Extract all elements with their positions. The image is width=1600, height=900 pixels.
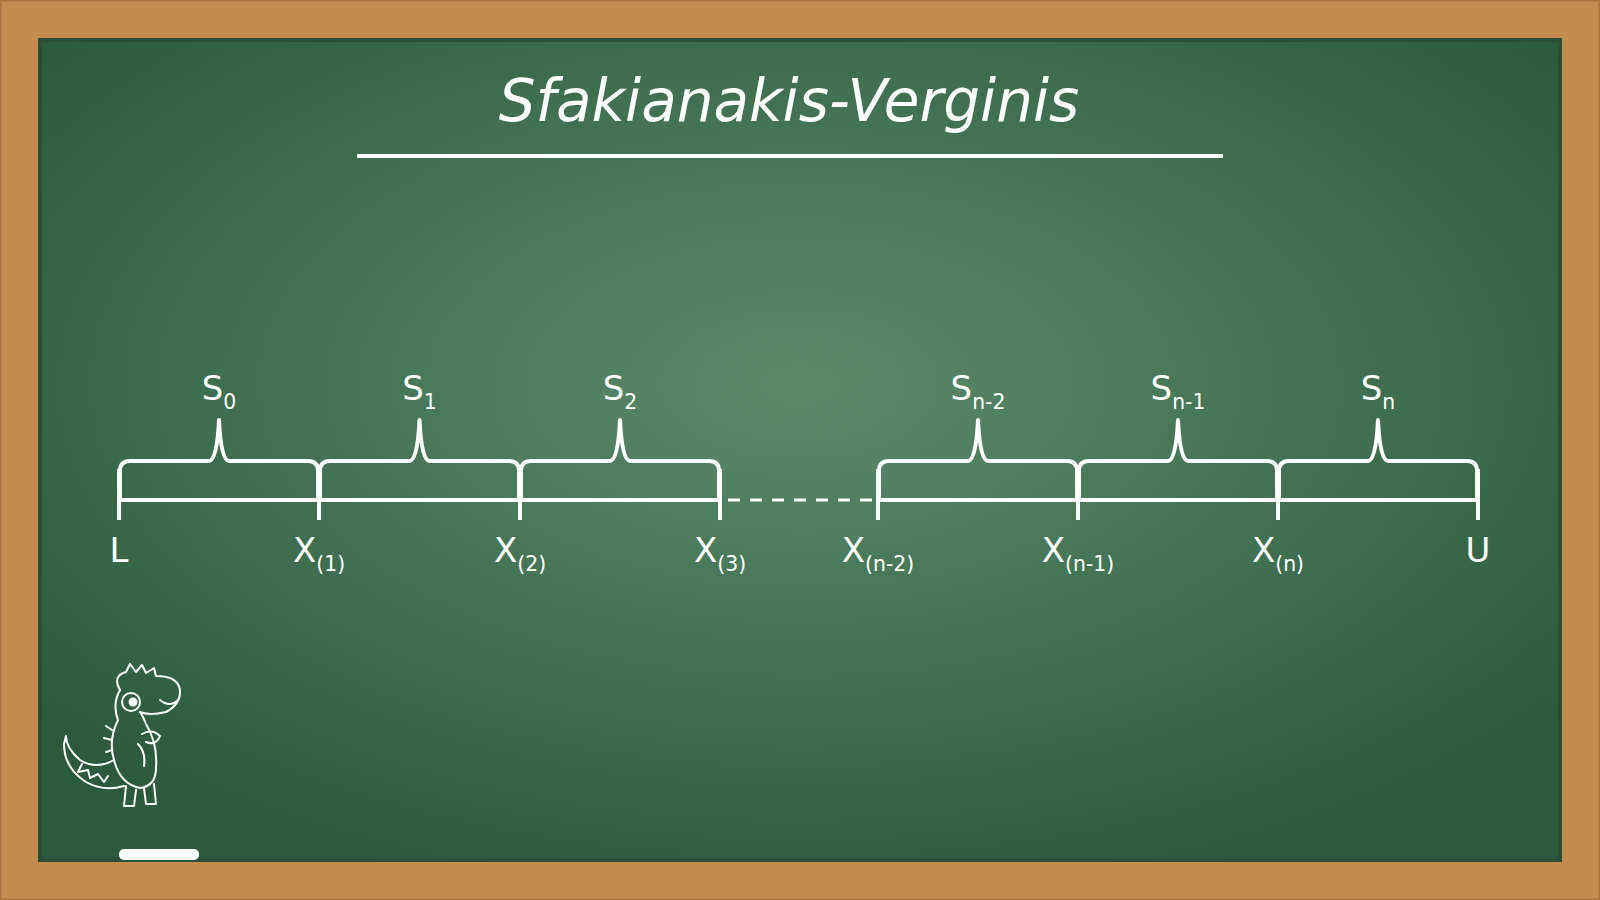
segment-label: Sn-2 (951, 371, 1006, 405)
point-label: X(3) (694, 533, 746, 567)
board-surface (40, 40, 1560, 860)
board-title: Sfakianakis-Verginis (499, 72, 1080, 130)
point-label: X(2) (494, 533, 546, 567)
chalk-piece (119, 849, 199, 860)
board-edge (40, 40, 1560, 860)
point-label: U (1466, 533, 1491, 567)
curly-brace (120, 420, 318, 498)
curly-brace (521, 420, 719, 498)
curly-brace (320, 420, 519, 498)
segment-label: Sn-1 (1151, 371, 1206, 405)
segment-label: S1 (402, 371, 437, 405)
curly-brace (1079, 420, 1277, 498)
segment-label: Sn (1361, 371, 1396, 405)
point-label: X(n-2) (842, 533, 914, 567)
point-label: X(1) (293, 533, 345, 567)
number-line (119, 420, 1478, 520)
axis-line (878, 498, 1478, 502)
point-label: X(n) (1252, 533, 1304, 567)
axis-line (119, 498, 720, 502)
point-label: X(n-1) (1042, 533, 1114, 567)
point-label: L (110, 533, 129, 567)
curly-brace (879, 420, 1077, 498)
dinosaur-doodle (64, 664, 180, 806)
title-underline (357, 154, 1223, 158)
segment-label: S2 (603, 371, 638, 405)
curly-brace (1279, 420, 1477, 498)
segment-label: S0 (202, 371, 237, 405)
axis-gap (728, 499, 874, 502)
